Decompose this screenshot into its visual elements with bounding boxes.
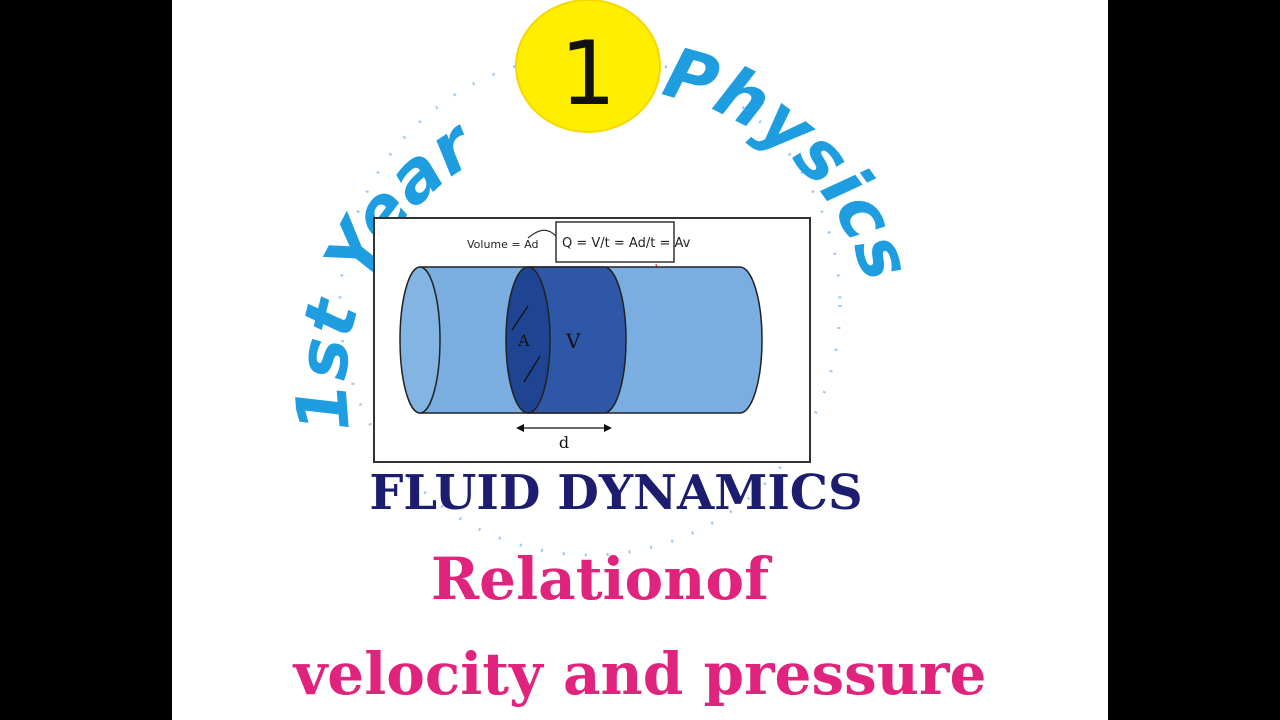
distance-label: d [559, 433, 569, 452]
subtitle-line-1: Relationof [430, 545, 770, 613]
flow-rate-equation: Q = V/t = Ad/t = Av [562, 236, 691, 251]
slice-face [505, 266, 551, 414]
pipe-diagram: Volume = Ad Q = V/t = Ad/t = Av v = d/t … [373, 217, 811, 463]
ring-decoration [338, 53, 842, 557]
page-title: FLUID DYNAMICS [369, 465, 863, 521]
left-black-bar [0, 0, 172, 720]
subtitle-line-2: velocity and pressure [293, 640, 987, 708]
svg-text:1: 1 [560, 22, 616, 125]
right-black-bar [1108, 0, 1280, 720]
area-label: A [517, 331, 530, 350]
number-badge: 1 [515, 0, 661, 133]
volume-equation: Volume = Ad [467, 238, 538, 251]
volume-label: V [565, 329, 581, 353]
pipe-end-left [399, 266, 441, 414]
